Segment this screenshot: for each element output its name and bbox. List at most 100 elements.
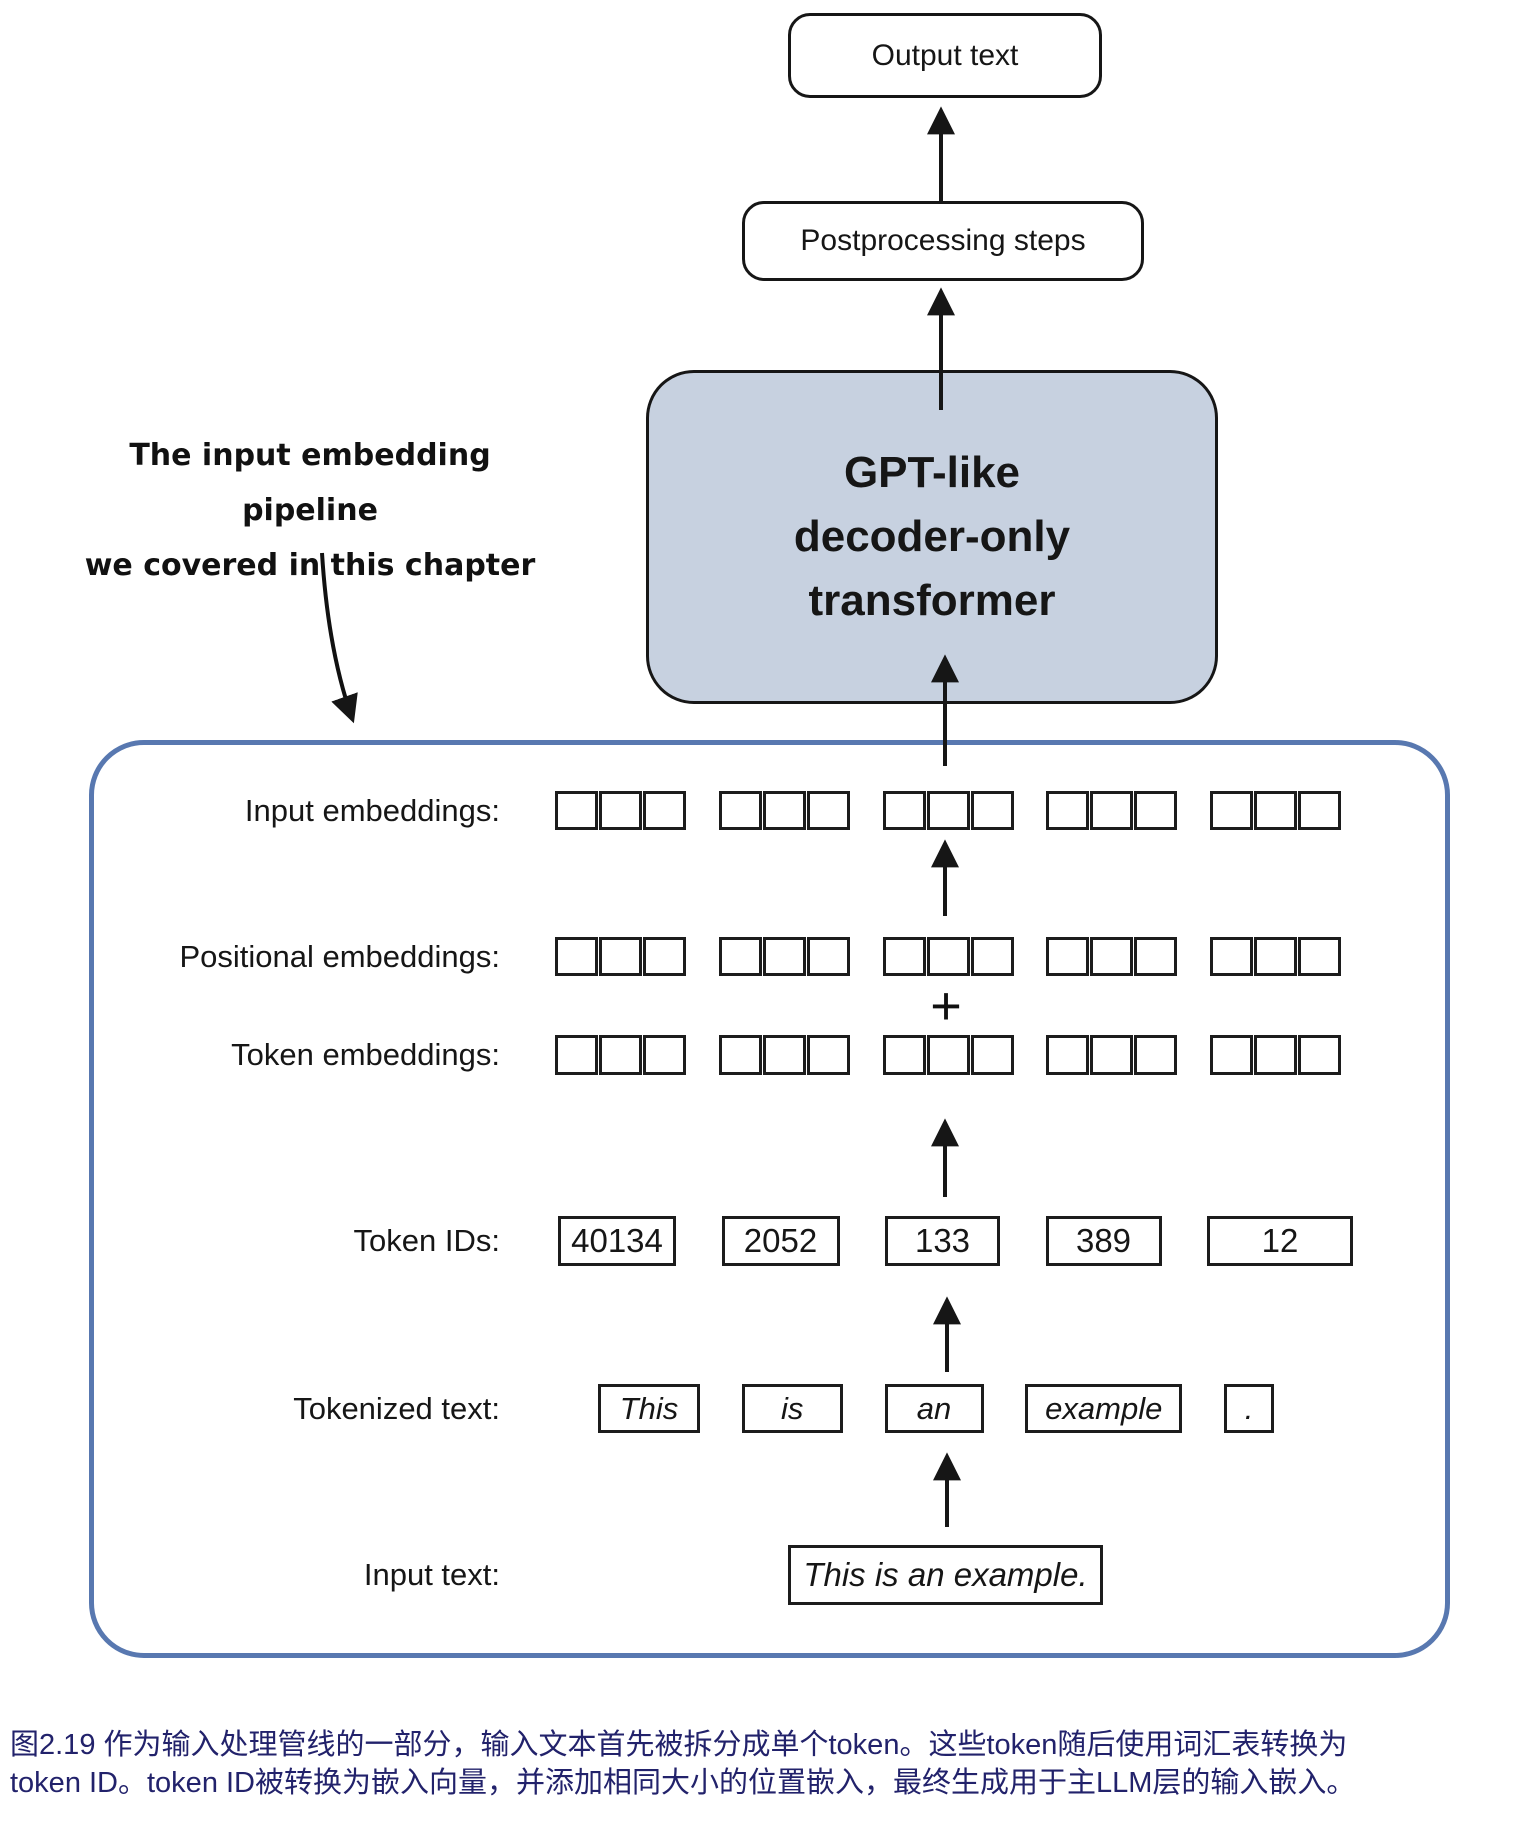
embedding-cell xyxy=(643,1035,686,1075)
embedding-vector xyxy=(882,937,1014,976)
embedding-cell xyxy=(1210,1035,1253,1075)
token-id-box: 40134 xyxy=(558,1216,676,1266)
embedding-vector xyxy=(1210,1035,1341,1075)
token-text: This xyxy=(619,1390,679,1426)
token-id-value: 133 xyxy=(914,1222,971,1259)
figure-caption: 图2.19 作为输入处理管线的一部分，输入文本首先被拆分成单个token。这些t… xyxy=(10,1726,1510,1802)
embedding-cell xyxy=(1134,791,1178,830)
embedding-vector xyxy=(555,791,686,830)
embedding-cell xyxy=(806,1035,850,1075)
output-text-label: Output text xyxy=(871,38,1019,72)
embedding-cell xyxy=(718,1035,762,1075)
embedding-cell xyxy=(1298,937,1341,976)
embedding-vector xyxy=(1210,937,1341,976)
embedding-cell xyxy=(926,1035,970,1075)
embedding-cell xyxy=(970,1035,1014,1075)
input-text-value: This is an example. xyxy=(803,1556,1088,1593)
embedding-cell xyxy=(762,791,806,830)
positional-embeddings-label: Positional embeddings: xyxy=(179,939,500,974)
caption-line-1: 图2.19 作为输入处理管线的一部分，输入文本首先被拆分成单个token。这些t… xyxy=(10,1729,1348,1761)
embedding-cell xyxy=(806,791,850,830)
token-text: an xyxy=(916,1390,952,1426)
embedding-cell xyxy=(1090,791,1134,830)
positional-embeddings-row xyxy=(555,937,1341,976)
embedding-cell xyxy=(970,791,1014,830)
token-id-value: 2052 xyxy=(743,1222,818,1259)
gpt-box-line-1: GPT-like xyxy=(843,448,1021,497)
embedding-cell xyxy=(643,791,686,830)
embedding-cell xyxy=(1210,791,1253,830)
embedding-cell xyxy=(718,791,762,830)
embedding-cell xyxy=(555,1035,598,1075)
embedding-vector xyxy=(1046,791,1178,830)
embedding-cell xyxy=(1134,1035,1178,1075)
embedding-vector xyxy=(555,1035,686,1075)
token-text: example xyxy=(1045,1390,1163,1426)
token-text: . xyxy=(1244,1390,1254,1426)
embedding-cell xyxy=(1254,937,1297,976)
embedding-vector xyxy=(718,791,850,830)
embedding-cell xyxy=(718,937,762,976)
embedding-cell xyxy=(1090,1035,1134,1075)
embedding-cell xyxy=(1046,937,1090,976)
embedding-cell xyxy=(1254,791,1297,830)
gpt-transformer-box: GPT-like decoder-only transformer xyxy=(646,370,1218,704)
embedding-cell xyxy=(882,791,926,830)
embedding-vector xyxy=(1046,937,1178,976)
embedding-vector xyxy=(555,937,686,976)
embedding-cell xyxy=(599,791,642,830)
caption-line-2: token ID。token ID被转换为嵌入向量，并添加相同大小的位置嵌入，最… xyxy=(10,1767,1356,1799)
token-ids-label: Token IDs: xyxy=(353,1223,500,1258)
output-text-box: Output text xyxy=(788,13,1102,98)
embedding-cell xyxy=(599,1035,642,1075)
embedding-cell xyxy=(970,937,1014,976)
embedding-cell xyxy=(1046,791,1090,830)
token-box: This xyxy=(598,1384,700,1433)
embedding-cell xyxy=(806,937,850,976)
embedding-cell xyxy=(643,937,686,976)
embedding-vector xyxy=(718,1035,850,1075)
token-embeddings-row xyxy=(555,1035,1341,1075)
token-ids-row: 40134 2052 133 389 12 xyxy=(558,1216,1353,1266)
embedding-cell xyxy=(1254,1035,1297,1075)
embedding-vector xyxy=(718,937,850,976)
annotation-line-2: we covered in this chapter xyxy=(84,548,536,583)
embedding-cell xyxy=(1298,791,1341,830)
embedding-cell xyxy=(882,1035,926,1075)
gpt-box-line-2: decoder-only xyxy=(793,512,1071,561)
embedding-cell xyxy=(882,937,926,976)
embedding-cell xyxy=(1298,1035,1341,1075)
token-box: . xyxy=(1224,1384,1274,1433)
tokenized-text-label: Tokenized text: xyxy=(293,1391,500,1426)
embedding-vector xyxy=(882,1035,1014,1075)
embedding-cell xyxy=(1134,937,1178,976)
token-box: an xyxy=(884,1384,984,1433)
embedding-cell xyxy=(762,1035,806,1075)
embedding-vector xyxy=(882,791,1014,830)
input-embedding-pipeline-container xyxy=(89,740,1450,1658)
embedding-cell xyxy=(599,937,642,976)
annotation-line-1: The input embedding pipeline xyxy=(129,438,491,528)
token-embeddings-label: Token embeddings: xyxy=(231,1037,500,1072)
token-id-box: 389 xyxy=(1045,1216,1162,1266)
embedding-cell xyxy=(762,937,806,976)
embedding-cell xyxy=(555,937,598,976)
token-id-box: 133 xyxy=(885,1216,1000,1266)
gpt-box-line-3: transformer xyxy=(808,576,1056,625)
token-text: is xyxy=(781,1390,804,1426)
embedding-cell xyxy=(1090,937,1134,976)
embedding-cell xyxy=(926,937,970,976)
annotation-note: The input embedding pipeline we covered … xyxy=(75,428,545,593)
postprocessing-label: Postprocessing steps xyxy=(800,224,1086,257)
embedding-vector xyxy=(1210,791,1341,830)
token-id-value: 12 xyxy=(1261,1222,1299,1259)
embedding-cell xyxy=(926,791,970,830)
plus-operator: + xyxy=(930,976,962,1036)
token-id-value: 389 xyxy=(1075,1222,1132,1259)
token-id-value: 40134 xyxy=(571,1222,663,1259)
token-id-box: 2052 xyxy=(721,1216,840,1266)
token-box: is xyxy=(741,1384,843,1433)
token-id-box: 12 xyxy=(1207,1216,1353,1266)
embedding-vector xyxy=(1046,1035,1178,1075)
input-embeddings-label: Input embeddings: xyxy=(244,793,500,828)
